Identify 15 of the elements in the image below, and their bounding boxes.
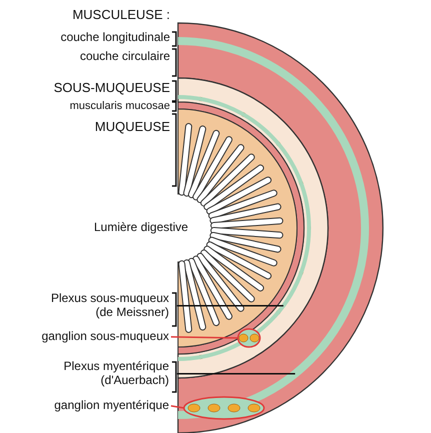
leader-line — [170, 336, 238, 339]
layer-label: MUQUEUSE — [94, 120, 170, 135]
plexus-label: Plexus myentérique (d'Auerbach) — [49, 360, 169, 388]
layer-label: SOUS-MUQUEUSE — [54, 81, 170, 96]
leader-line — [170, 405, 184, 409]
leader-line — [177, 305, 284, 307]
layer-label: couche circulaire — [80, 50, 170, 64]
ganglion-label: ganglion myentérique — [54, 399, 169, 413]
ganglion-label: ganglion sous-muqueux — [42, 330, 169, 344]
layer-label: muscularis mucosae — [70, 100, 170, 113]
lumen-label: Lumière digestive — [94, 221, 188, 235]
layer-label: couche longitudinale — [60, 31, 170, 45]
layer-label: MUSCULEUSE : — [72, 8, 170, 23]
leader-line — [177, 373, 296, 375]
plexus-label: Plexus sous-muqueux (de Meissner) — [49, 292, 169, 320]
